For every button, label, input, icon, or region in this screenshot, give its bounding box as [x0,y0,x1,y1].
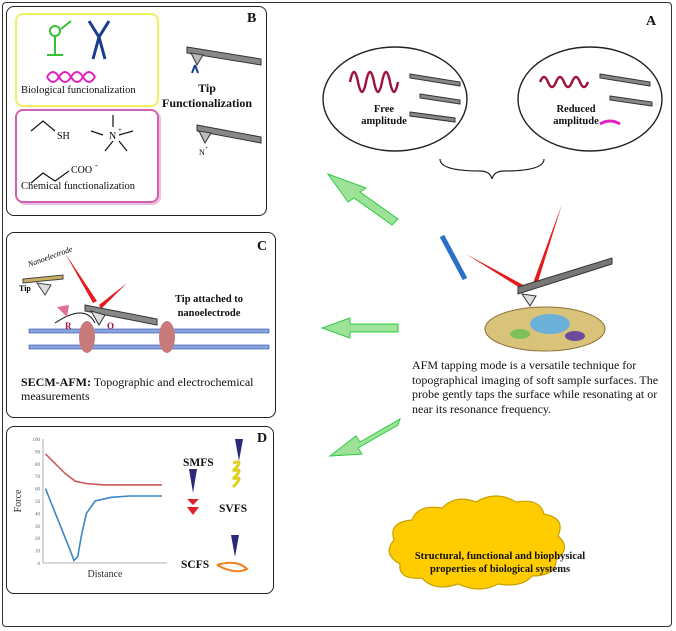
carboxylate-label: COO [71,165,92,176]
membrane-protein-1 [79,321,95,353]
secm-diagram: Nanoelectrode Tip R O [19,244,270,353]
panel-a-letter: A [646,14,657,29]
nanoelectrode-label: Nanoelectrode [26,244,74,269]
y-tick-label: 80 [35,463,41,468]
chemical-label: Chemical functionalization [21,181,136,192]
brace [439,158,545,180]
photodetector [439,234,468,281]
redox-arrow [57,305,69,317]
biomolecule-icons [46,20,111,83]
reduced-oscillation-oval [517,46,663,152]
functionalized-tips: N + [186,46,262,157]
laser-beam-2 [99,283,127,309]
svg-text:+: + [205,146,209,152]
y-tick-label: 40 [35,512,41,517]
amine-label: N [109,131,116,142]
force-spectroscopy-icons [187,439,249,573]
y-tick-label: 100 [33,438,41,443]
y-tick-label: 0 [38,562,41,567]
panel-a-graphics [320,46,663,590]
cantilever-icon [186,46,262,74]
cell-icon [216,561,249,573]
chemical-box: SH N + COO - Chemical functionalization [15,109,159,203]
tip-title: Tip Functionalization [161,81,252,110]
laser-incident [466,254,527,291]
panel-c-letter: C [257,239,268,254]
smfs-tip-icon [235,439,243,461]
reduced-amplitude-label: Reduced amplitude [553,104,599,127]
cloud-text: Structural, functional and biophysical p… [414,551,586,575]
biological-box: Biological funcionalization [15,13,159,107]
antibody-icon [87,20,111,60]
svfs-tip-icon [189,469,197,493]
y-tick-label: 30 [35,525,41,530]
arrow-to-c [320,317,399,339]
nanoelectrode-icon [22,274,64,284]
panel-c: C Nanoelectrode Tip R O Tip attached to … [6,232,276,418]
oxidized-label: O [107,321,114,331]
y-tick-label: 20 [35,537,41,542]
tapping-mode-description: AFM tapping mode is a versatile techniqu… [412,358,659,416]
y-tick-label: 70 [35,475,41,480]
virus-icon [187,499,199,515]
y-tick-label: 90 [35,450,41,455]
cantilever-chemical-icon: N + [196,124,262,157]
panel-b-letter: B [247,11,257,26]
afm-cantilever [517,257,613,295]
free-wave [348,70,400,94]
biological-label: Biological funcionalization [21,85,136,96]
y-tick-label: 50 [35,500,41,505]
scfs-tip-icon [231,535,239,557]
y-tick-label: 10 [35,550,41,555]
arrow-to-d [328,417,401,457]
y-axis-label: Force [13,489,24,512]
panel-d-letter: D [257,431,268,446]
free-amplitude-label: Free amplitude [361,104,407,127]
free-oscillation-oval [322,46,468,152]
thiol-label: SH [57,131,70,142]
green-ligand-icon [47,20,72,56]
svg-text:N: N [199,148,205,157]
chemical-structures: SH N + COO - [30,115,134,184]
series-line-2 [44,488,162,562]
outcome-cloud [388,495,566,590]
svg-text:-: - [95,161,98,170]
svg-text:+: + [118,126,122,134]
panel-b: B Biological funcionalization [6,6,267,216]
reduced-wave [538,75,590,89]
reduced-label: R [65,321,72,331]
y-tick-label: 60 [35,488,41,493]
scfs-label: SCFS [181,559,210,571]
svfs-label: SVFS [219,503,248,515]
cantilever-icon [84,304,158,326]
arrow-to-b [326,172,399,226]
dna-icon [46,71,96,83]
laser-beam-1 [65,253,97,303]
tip-label: Tip [19,284,31,293]
tip-attached-label: Tip attached to nanoelectrode [174,294,244,319]
secm-description: SECM-AFM: Topographic and electrochemica… [21,375,254,403]
lipid-membrane [28,328,270,350]
x-axis-label: Distance [88,569,124,580]
membrane-protein-2 [159,321,175,353]
smfs-label: SMFS [183,457,214,469]
laser-reflected [532,204,562,288]
series-line-1 [44,453,162,486]
